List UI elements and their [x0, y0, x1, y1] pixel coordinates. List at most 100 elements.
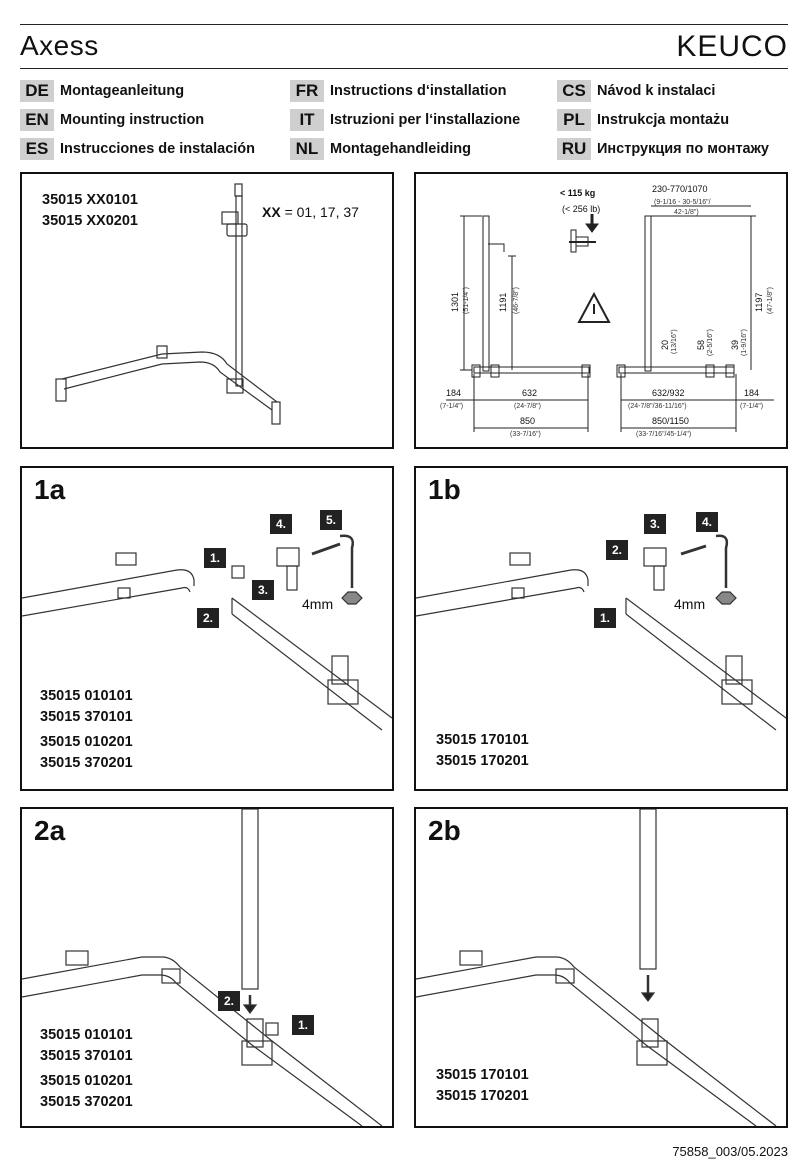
- dim-184-right-in: (7-1/4"): [740, 403, 763, 410]
- dim-39-in: (1-9/16"): [741, 329, 748, 356]
- lang-code: DE: [20, 80, 54, 102]
- lang-text: Montageanleitung: [60, 83, 185, 99]
- step-1: 1.: [292, 1015, 314, 1035]
- step-1: 1.: [204, 548, 226, 568]
- step-2: 2.: [606, 540, 628, 560]
- dim-850-in: (33-7/16"): [510, 431, 541, 438]
- dimension-drawing: < 115 kg (< 256 lb) 1301 (51-1/4") 1191 …: [440, 184, 774, 438]
- product-codes: 35015 010101 35015 370101 35015 010201 3…: [40, 686, 133, 774]
- load-limit: < 115 kg: [560, 188, 595, 198]
- lang-code: EN: [20, 109, 54, 131]
- product-code: 35015 XX0201: [42, 213, 138, 229]
- dim-1301-in: (51-1/4"): [463, 287, 470, 314]
- panel-label: 2a: [34, 815, 66, 846]
- step-2: 2.: [218, 991, 240, 1011]
- dim-20-in: (13/16"): [671, 329, 678, 354]
- step-2a-illustration: [22, 809, 383, 1126]
- lang-code: FR: [290, 80, 324, 102]
- lang-text: Instrukcja montażu: [597, 112, 730, 128]
- dim-1301: 1301: [450, 292, 460, 312]
- product-code: 35015 170201: [436, 753, 529, 769]
- dim-632-932-in: (24-7/8"/36-11/16"): [628, 403, 687, 410]
- lang-it: IT Istruzioni per l‘installazione: [290, 109, 520, 131]
- product-code: 35015 170101: [436, 732, 529, 748]
- step-4: 4.: [696, 512, 718, 532]
- lang-de: DE Montageanleitung: [20, 80, 184, 102]
- step-3: 3.: [252, 580, 274, 600]
- lang-fr: FR Instructions d‘installation: [290, 80, 506, 102]
- lang-text: Návod k instalaci: [597, 83, 716, 99]
- dim-top-range-in: (9-1/16 - 30-5/16"/: [654, 199, 711, 206]
- lang-code: NL: [290, 138, 324, 160]
- product-code: 35015 010201: [40, 734, 133, 750]
- dim-top-range: 230-770/1070: [652, 184, 708, 194]
- step-2b-illustration: [416, 809, 777, 1126]
- step-1a-illustration: [22, 534, 392, 731]
- product-title: Axess: [20, 30, 99, 61]
- product-code: 35015 170101: [436, 1067, 529, 1083]
- product-codes: 35015 010101 35015 370101 35015 010201 3…: [40, 1025, 133, 1113]
- lang-text: Instructions d‘installation: [330, 83, 507, 99]
- dim-850-1150-in: (33-7/16"/45-1/4"): [636, 431, 691, 438]
- dim-632: 632: [522, 388, 537, 398]
- lang-cs: CS Návod k instalaci: [557, 80, 715, 102]
- dim-1197-in: (47-1/8"): [767, 287, 774, 314]
- lang-text: Montagehandleiding: [330, 141, 471, 157]
- dim-632-932: 632/932: [652, 388, 685, 398]
- product-code: 35015 010201: [40, 1073, 133, 1089]
- dimensions-panel: < 115 kg (< 256 lb) 1301 (51-1/4") 1191 …: [414, 172, 788, 449]
- product-code: 35015 370201: [40, 1094, 133, 1110]
- panel-label: 2b: [428, 815, 461, 846]
- product-code: 35015 370201: [40, 755, 133, 771]
- product-code: 35015 370101: [40, 1048, 133, 1064]
- lang-en: EN Mounting instruction: [20, 109, 204, 131]
- step-1: 1.: [594, 608, 616, 628]
- product-codes: 35015 170101 35015 170201: [436, 730, 529, 772]
- panel-label: 1a: [34, 474, 66, 505]
- dim-1191: 1191: [498, 293, 508, 312]
- dim-184-right: 184: [744, 388, 759, 398]
- product-code: 35015 010101: [40, 688, 133, 704]
- corner-grab-bar-illustration: [55, 183, 281, 425]
- product-code: 35015 370101: [40, 709, 133, 725]
- variant-values: = 01, 17, 37: [284, 204, 359, 220]
- panel-2a: 2a 1. 2. 35015 010101 35015 370101 35015…: [20, 807, 394, 1128]
- tool-size: 4mm: [674, 596, 706, 612]
- header-top-rule: [20, 24, 788, 25]
- lang-text: Instrucciones de instalación: [60, 141, 255, 157]
- lang-nl: NL Montagehandleiding: [290, 138, 471, 160]
- panel-1a: 1a 1. 2. 3. 4. 5. 4mm 35015 010101 35015…: [20, 466, 394, 791]
- dim-top-range-in2: 42-1/8"): [674, 209, 699, 216]
- dim-39: 39: [730, 340, 740, 350]
- product-code: 35015 170201: [436, 1088, 529, 1104]
- dim-184-left: 184: [446, 388, 461, 398]
- step-2: 2.: [197, 608, 219, 628]
- lang-code: CS: [557, 80, 591, 102]
- lang-text: Mounting instruction: [60, 112, 205, 128]
- product-code: 35015 010101: [40, 1027, 133, 1043]
- panel-1b: 1b 1. 2. 3. 4. 4mm 35015 170101 35015 17…: [414, 466, 788, 791]
- dim-632-in: (24-7/8"): [514, 403, 541, 410]
- panel-2b: 2b 35015 170101 35015 170201: [414, 807, 788, 1128]
- tool-size: 4mm: [302, 596, 334, 612]
- step-5: 5.: [320, 510, 342, 530]
- step-3: 3.: [644, 514, 666, 534]
- dim-1197: 1197: [754, 293, 764, 312]
- lang-code: PL: [557, 109, 591, 131]
- lang-text: Istruzioni per l‘installazione: [330, 112, 521, 128]
- header-bottom-rule: [20, 68, 788, 69]
- document-reference: 75858_003/05.2023: [672, 1144, 788, 1159]
- brand-logo: KEUCO: [676, 30, 788, 63]
- dim-58-in: (2-5/16"): [707, 329, 714, 356]
- product-code: 35015 XX0101: [42, 192, 138, 208]
- variant-key: XX: [262, 204, 281, 220]
- lang-text: Инструкция по монтажу: [597, 141, 769, 157]
- lang-code: IT: [290, 109, 324, 131]
- overview-codes: 35015 XX0101 35015 XX0201: [42, 190, 138, 232]
- product-codes: 35015 170101 35015 170201: [436, 1065, 529, 1107]
- dim-850-1150: 850/1150: [652, 416, 689, 426]
- load-limit-lb: (< 256 lb): [562, 204, 600, 214]
- step-4: 4.: [270, 514, 292, 534]
